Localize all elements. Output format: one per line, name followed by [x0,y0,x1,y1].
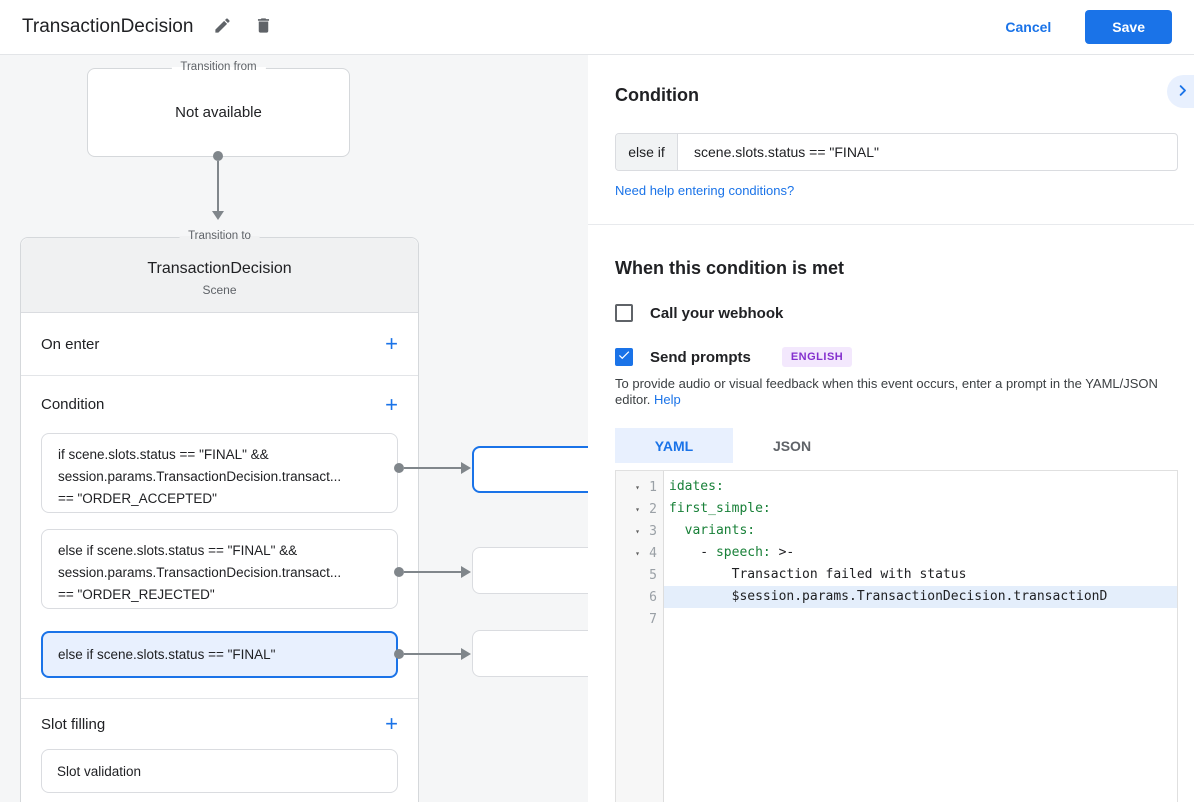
transition-target-box-active[interactable] [472,446,588,493]
arrow-right-icon [461,566,471,578]
line-number: 5 [649,567,657,583]
prompt-helper-text: To provide audio or visual feedback when… [615,376,1178,408]
send-prompts-label: Send prompts [650,348,751,366]
edit-title-button[interactable] [211,14,234,40]
condition-line: == "ORDER_ACCEPTED" [58,491,217,506]
panel-heading: Condition [615,85,699,105]
arrow-right-icon [461,648,471,660]
connector-line [217,161,219,211]
condition-section: Condition + if scene.slots.status == "FI… [21,376,418,699]
scene-diagram-canvas: Transition from Not available Transition… [0,55,588,802]
code-line[interactable]: idates: [669,479,724,494]
slot-filling-label: Slot filling [41,715,106,733]
divider [588,224,1194,225]
connector-line [404,653,461,655]
code-line[interactable]: Transaction failed with status [669,567,967,582]
on-enter-section: On enter + [21,313,418,376]
scene-title: TransactionDecision [147,259,292,277]
collapse-panel-button[interactable] [1167,75,1194,108]
delete-scene-button[interactable] [252,14,275,40]
condition-line: else if scene.slots.status == "FINAL" [58,646,276,662]
checkmark-icon [617,348,631,367]
fold-arrow-icon[interactable]: ▾ [635,526,640,536]
helper-text-body: To provide audio or visual feedback when… [615,376,1158,407]
when-condition-heading: When this condition is met [615,258,844,278]
call-webhook-label: Call your webhook [650,304,784,322]
transition-from-value: Not available [175,104,262,121]
cancel-button[interactable]: Cancel [1005,19,1052,35]
condition-line: else if scene.slots.status == "FINAL" && [58,543,298,558]
conditions-help-link[interactable]: Need help entering conditions? [615,183,795,198]
code-line[interactable]: - speech: >- [669,545,795,560]
condition-line: if scene.slots.status == "FINAL" && [58,447,269,462]
transition-target-box[interactable] [472,630,588,677]
connector-line [404,571,461,573]
language-badge: ENGLISH [781,347,853,367]
line-number: 2 [649,501,657,517]
arrow-down-icon [212,211,224,220]
transition-from-box: Transition from Not available [87,61,350,157]
fold-arrow-icon[interactable]: ▾ [635,548,640,558]
condition-expression-field: else if scene.slots.status == "FINAL" [615,133,1178,171]
transition-to-legend: Transition to [179,230,260,242]
scene-subtitle: Scene [202,282,237,297]
condition-expression-input[interactable]: scene.slots.status == "FINAL" [694,144,880,160]
condition-prefix: else if [616,134,678,170]
fold-arrow-icon[interactable]: ▾ [635,504,640,514]
condition-card-order-rejected[interactable]: else if scene.slots.status == "FINAL" &&… [41,529,398,609]
page-title: TransactionDecision [22,16,194,37]
scene-header: TransactionDecision Scene [21,238,418,313]
line-number: 4 [649,545,657,561]
yaml-editor[interactable]: ▾ 1 ▾ 2 ▾ 3 ▾ 4 5 6 7 idates: first_simple: variant… [615,470,1178,802]
pencil-icon [213,16,232,38]
condition-line: session.params.TransactionDecision.trans… [58,565,342,580]
transition-target-box[interactable] [472,547,588,594]
connector-dot [394,649,404,659]
slot-validation-label: Slot validation [57,763,142,779]
chevron-right-icon [1175,83,1190,101]
editor-tabs: YAML JSON [615,428,1178,463]
on-enter-label: On enter [41,335,100,353]
trash-icon [254,16,273,38]
condition-card-order-accepted[interactable]: if scene.slots.status == "FINAL" && sess… [41,433,398,513]
editor-gutter: ▾ 1 ▾ 2 ▾ 3 ▾ 4 5 6 7 [616,471,664,802]
prompt-help-link[interactable]: Help [654,392,681,407]
transition-to-card: Transition to TransactionDecision Scene … [20,230,419,802]
condition-detail-panel: Condition else if scene.slots.status == … [588,55,1194,802]
code-line[interactable]: first_simple: [669,501,771,516]
add-condition-button[interactable]: + [385,391,398,417]
slot-validation-card[interactable]: Slot validation [41,749,398,793]
call-webhook-checkbox[interactable] [615,304,633,322]
condition-line: == "ORDER_REJECTED" [58,587,215,602]
connector-line [404,467,461,469]
transition-from-legend: Transition from [171,61,266,73]
arrow-right-icon [461,462,471,474]
send-prompts-checkbox[interactable] [615,348,633,366]
line-number: 6 [649,589,657,605]
top-bar: TransactionDecision Cancel Save [0,0,1194,55]
condition-line: session.params.TransactionDecision.trans… [58,469,342,484]
fold-arrow-icon[interactable]: ▾ [635,482,640,492]
connector-dot [394,463,404,473]
condition-card-selected[interactable]: else if scene.slots.status == "FINAL" [41,631,398,678]
add-slot-button[interactable]: + [385,711,398,736]
slot-filling-section: Slot filling + [21,699,418,749]
connector-dot [213,151,223,161]
line-number: 1 [649,479,657,495]
code-line[interactable]: $session.params.TransactionDecision.tran… [664,586,1177,608]
editor-code[interactable]: idates: first_simple: variants: - speech:… [664,471,1177,802]
code-line[interactable] [664,608,1177,630]
add-on-enter-button[interactable]: + [385,331,398,356]
tab-yaml[interactable]: YAML [615,428,733,463]
code-line[interactable]: variants: [684,523,756,538]
line-number: 3 [649,523,657,539]
tab-json[interactable]: JSON [733,428,851,463]
save-button[interactable]: Save [1085,10,1172,44]
condition-label: Condition [41,396,105,413]
connector-dot [394,567,404,577]
line-number: 7 [649,611,657,627]
